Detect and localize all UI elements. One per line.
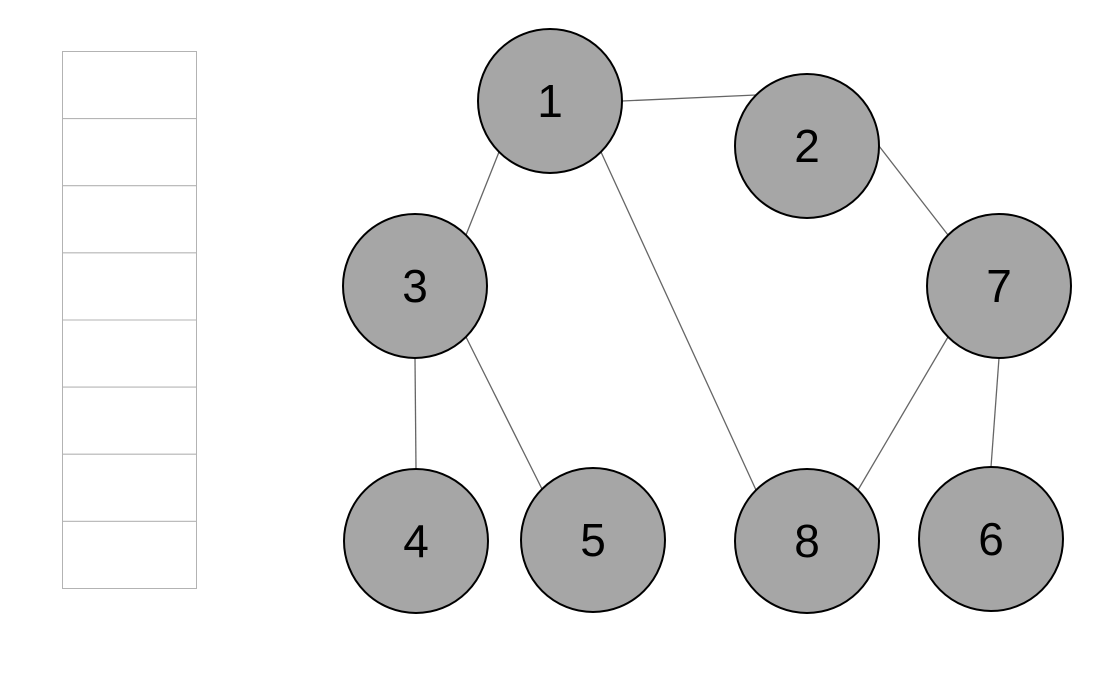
node-4[interactable]: 4 [343, 468, 489, 614]
array-cell [62, 520, 197, 589]
edge-1-2 [621, 94, 757, 102]
node-8-circle[interactable] [734, 468, 880, 614]
array-cell [62, 453, 197, 522]
node-6-circle[interactable] [918, 466, 1064, 612]
edge-7-8 [857, 336, 949, 491]
array-cell [62, 185, 197, 254]
edge-2-7 [878, 145, 949, 236]
node-2[interactable]: 2 [734, 73, 880, 219]
node-7[interactable]: 7 [926, 213, 1072, 359]
edge-3-4 [414, 357, 417, 470]
edge-1-8 [600, 151, 757, 491]
node-7-circle[interactable] [926, 213, 1072, 359]
edges-layer [414, 94, 1000, 491]
edge-7-6 [990, 357, 1000, 468]
node-5-circle[interactable] [520, 467, 666, 613]
array-table [62, 51, 197, 589]
node-2-circle[interactable] [734, 73, 880, 219]
array-cell [62, 118, 197, 187]
array-cell [62, 51, 197, 120]
node-3[interactable]: 3 [342, 213, 488, 359]
edge-1-3 [465, 151, 500, 236]
array-cell [62, 386, 197, 455]
node-1[interactable]: 1 [477, 28, 623, 174]
node-4-circle[interactable] [343, 468, 489, 614]
node-8[interactable]: 8 [734, 468, 880, 614]
array-cell [62, 252, 197, 321]
node-6[interactable]: 6 [918, 466, 1064, 612]
node-1-circle[interactable] [477, 28, 623, 174]
node-3-circle[interactable] [342, 213, 488, 359]
edge-3-5 [465, 336, 543, 490]
array-cell [62, 319, 197, 388]
node-5[interactable]: 5 [520, 467, 666, 613]
